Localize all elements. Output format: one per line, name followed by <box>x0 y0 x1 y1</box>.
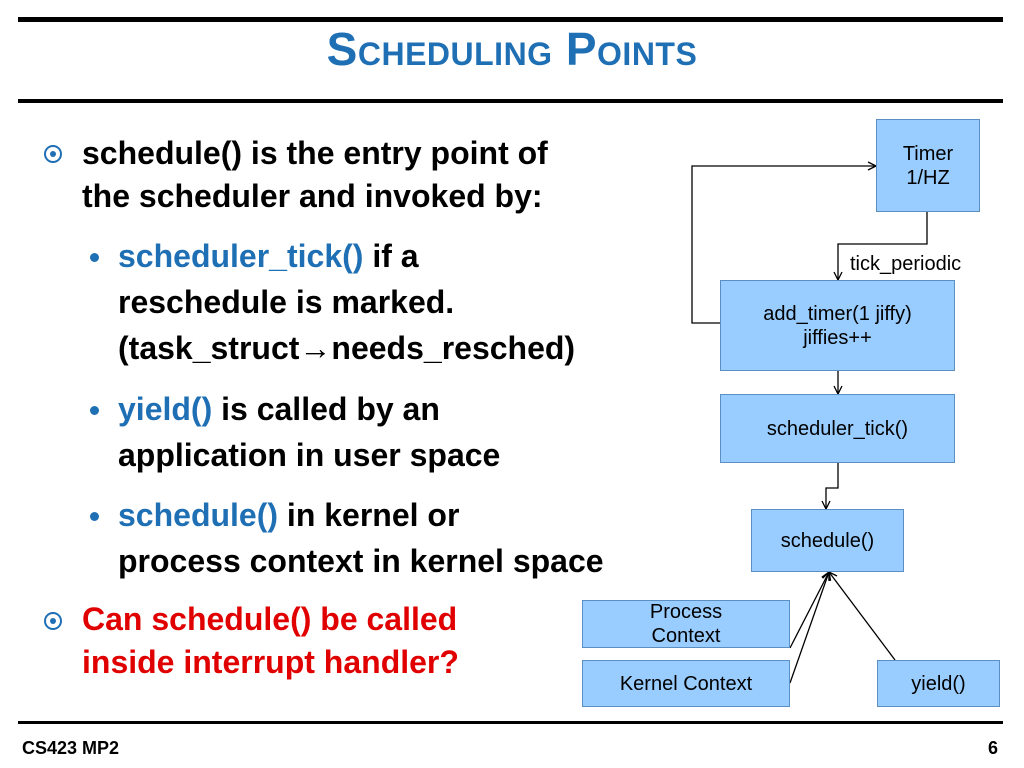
title-underline <box>18 99 1003 103</box>
top-rule <box>18 17 1003 22</box>
scheduler-tick-box: scheduler_tick() <box>720 394 955 463</box>
footer-course: CS423 MP2 <box>22 738 120 758</box>
sub-bullet-icon <box>90 406 99 415</box>
arrow-process-context <box>789 572 829 649</box>
circle-bullet-icon <box>44 612 62 630</box>
yield-box: yield() <box>877 660 1000 707</box>
arrow-kernel-context <box>789 572 829 684</box>
sub-bullet-icon <box>90 253 99 262</box>
schedule-box: schedule() <box>751 509 904 572</box>
sub-bullet-icon <box>90 512 99 521</box>
slide-title: Scheduling Points <box>326 23 698 75</box>
circle-bullet-icon <box>44 145 62 163</box>
add-timer-box: add_timer(1 jiffy)jiffies++ <box>720 280 955 371</box>
arrow-to-schedule <box>826 463 839 509</box>
sub-bullet-scheduler-tick: scheduler_tick() if a reschedule is mark… <box>118 238 576 366</box>
tick-arrow <box>838 212 928 280</box>
bullet-2-question: Can schedule() be called inside interrup… <box>82 601 459 680</box>
page-number: 6 <box>987 738 998 758</box>
kernel-context-box: Kernel Context <box>582 660 790 707</box>
sub-bullet-schedule: schedule() in kernel or process context … <box>118 497 604 579</box>
bullet-1-text: schedule() is the entry point of the sch… <box>82 135 548 214</box>
tick-periodic-label: tick_periodic <box>850 253 962 275</box>
loop-arrow <box>691 166 876 324</box>
footer-rule <box>18 721 1003 724</box>
sub-bullet-yield: yield() is called by an application in u… <box>118 391 501 473</box>
arrow-yield <box>829 572 896 661</box>
